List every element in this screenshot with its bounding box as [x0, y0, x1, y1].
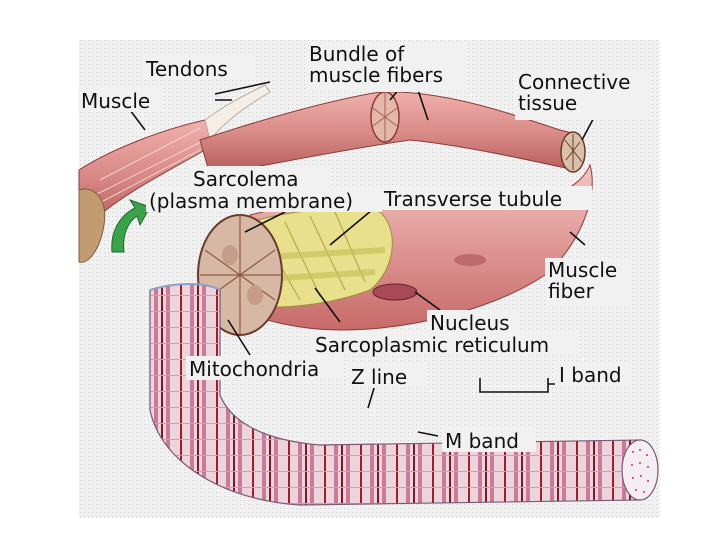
label-transverse-tubule: Transverse tubule	[384, 187, 563, 211]
label-connective-line1: Connective	[518, 70, 631, 94]
zoom-arrow-icon	[111, 199, 151, 253]
label-bundle: Bundle of muscle fibers	[309, 44, 443, 86]
nucleus-shape	[372, 283, 418, 301]
label-bundle-line1: Bundle of	[309, 42, 405, 66]
label-sarcoplasmic-reticulum: Sarcoplasmic reticulum	[315, 333, 550, 357]
label-i-band: I band	[559, 363, 622, 387]
label-bundle-line2: muscle fibers	[309, 63, 444, 87]
label-plasma-membrane: (plasma membrane)	[149, 189, 354, 213]
label-connective-line2: tissue	[518, 91, 578, 115]
myofibril-end	[621, 439, 659, 501]
label-nucleus: Nucleus	[430, 311, 510, 335]
label-muscle: Muscle	[81, 89, 151, 113]
tendon	[204, 84, 271, 142]
bone	[78, 188, 106, 263]
label-muscle-fiber-line1: Muscle	[548, 258, 618, 282]
label-muscle-fiber: Muscle fiber	[548, 260, 617, 302]
label-tendons: Tendons	[146, 57, 228, 81]
label-m-band: M band	[445, 429, 519, 453]
whole-muscle	[78, 84, 271, 263]
label-z-line: Z line	[351, 365, 408, 389]
label-connective-tissue: Connective tissue	[518, 72, 630, 114]
label-sarcolema: Sarcolema	[193, 167, 299, 191]
label-muscle-fiber-line2: fiber	[548, 279, 594, 303]
label-mitochondria: Mitochondria	[189, 357, 320, 381]
